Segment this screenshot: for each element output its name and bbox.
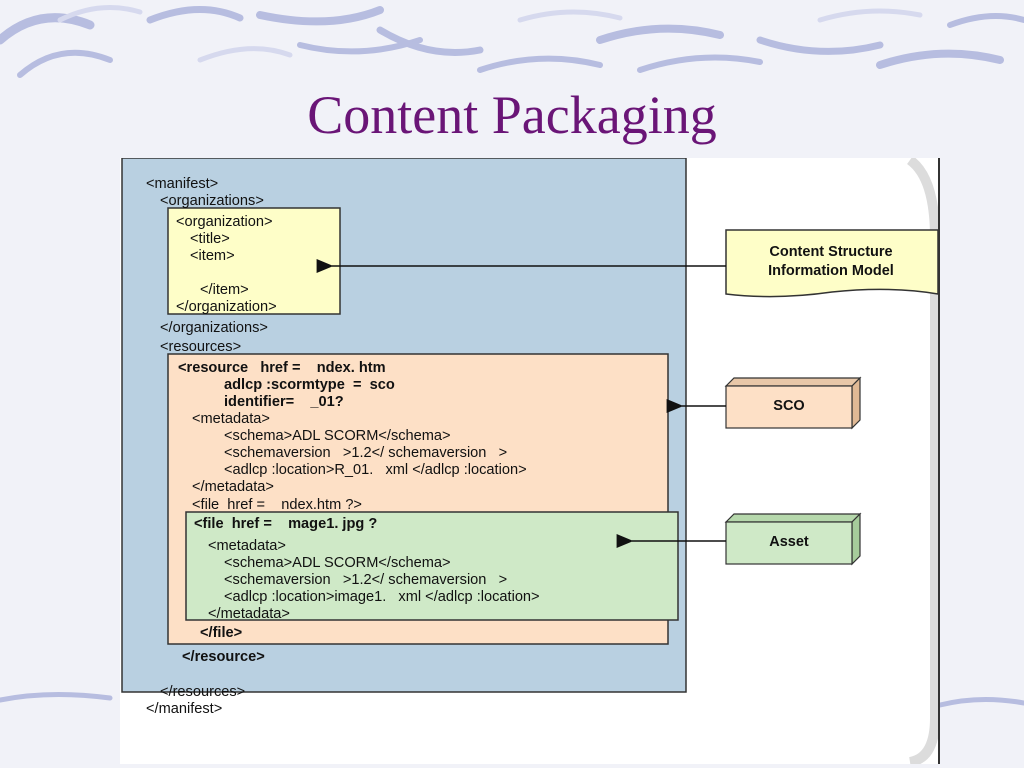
manifest-line: </file>	[200, 625, 243, 641]
organization-box	[167, 207, 341, 315]
manifest-line: <organization>	[176, 214, 273, 230]
manifest-line: <manifest>	[146, 176, 219, 192]
manifest-line: <metadata>	[192, 411, 270, 427]
manifest-line: <file href = ndex.htm ?>	[192, 497, 362, 513]
manifest-line: </metadata>	[208, 606, 290, 622]
manifest-line: </manifest>	[146, 701, 223, 717]
asset-label: Asset	[769, 534, 809, 550]
manifest-line: adlcp :scormtype = sco	[224, 377, 395, 393]
figure-graphics	[121, 158, 938, 764]
content-packaging-figure: <manifest><organizations><organization><…	[120, 158, 940, 764]
manifest-line: </metadata>	[192, 479, 274, 495]
manifest-line: <title>	[190, 231, 230, 247]
manifest-line: <schema>ADL SCORM</schema>	[224, 555, 451, 571]
content-structure-label: Content Structure Information Model	[726, 243, 936, 281]
manifest-line: <schemaversion >1.2</ schemaversion >	[224, 572, 508, 588]
manifest-line: <metadata>	[208, 538, 286, 554]
manifest-line: <item>	[190, 248, 235, 264]
manifest-line: <resource href = ndex. htm	[178, 360, 386, 376]
manifest-line: </resources>	[160, 684, 246, 700]
manifest-line: </resource>	[182, 649, 265, 665]
manifest-line: <file href = mage1. jpg ?	[194, 516, 378, 532]
manifest-line: <adlcp :location>image1. xml </adlcp :lo…	[224, 589, 540, 605]
slide-title: Content Packaging	[307, 85, 717, 145]
sco-label: SCO	[773, 398, 805, 414]
manifest-line: <schema>ADL SCORM</schema>	[224, 428, 451, 444]
asset-box	[725, 521, 853, 565]
manifest-line: <schemaversion >1.2</ schemaversion >	[224, 445, 508, 461]
manifest-line: <resources>	[160, 339, 242, 355]
file-box	[185, 511, 679, 621]
sco-box	[725, 385, 853, 429]
manifest-line: <adlcp :location>R_01. xml </adlcp :loca…	[224, 462, 527, 478]
manifest-line: </item>	[200, 282, 249, 298]
manifest-line: </organization>	[176, 299, 277, 315]
content-structure-banner	[725, 229, 938, 298]
content-structure-line2: Information Model	[768, 263, 894, 279]
manifest-line: <organizations>	[160, 193, 264, 209]
content-structure-line1: Content Structure	[769, 244, 893, 260]
manifest-line: </organizations>	[160, 320, 268, 336]
manifest-line: identifier= _01?	[224, 394, 344, 410]
